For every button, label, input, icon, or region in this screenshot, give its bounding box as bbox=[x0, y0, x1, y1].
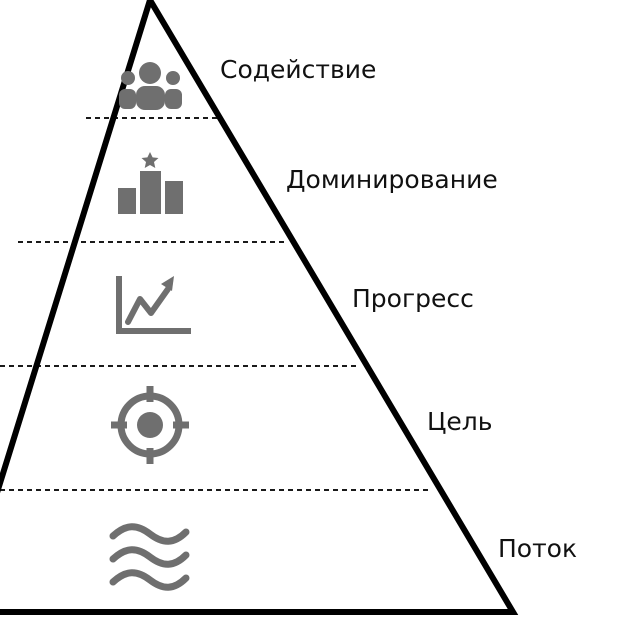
target-crosshair-icon bbox=[111, 386, 189, 464]
waves-icon bbox=[109, 523, 190, 591]
group-of-people-icon bbox=[119, 62, 182, 110]
level-label-cooperation: Содействие bbox=[220, 55, 376, 84]
podium-star-icon bbox=[118, 152, 183, 214]
level-label-domination: Доминирование bbox=[286, 165, 498, 194]
level-label-progress: Прогресс bbox=[352, 284, 474, 313]
pyramid-outline bbox=[0, 0, 519, 615]
growth-chart-icon bbox=[116, 276, 191, 334]
level-label-flow: Поток bbox=[498, 534, 577, 563]
level-dividers bbox=[0, 117, 430, 491]
level-label-goal: Цель bbox=[427, 407, 493, 436]
